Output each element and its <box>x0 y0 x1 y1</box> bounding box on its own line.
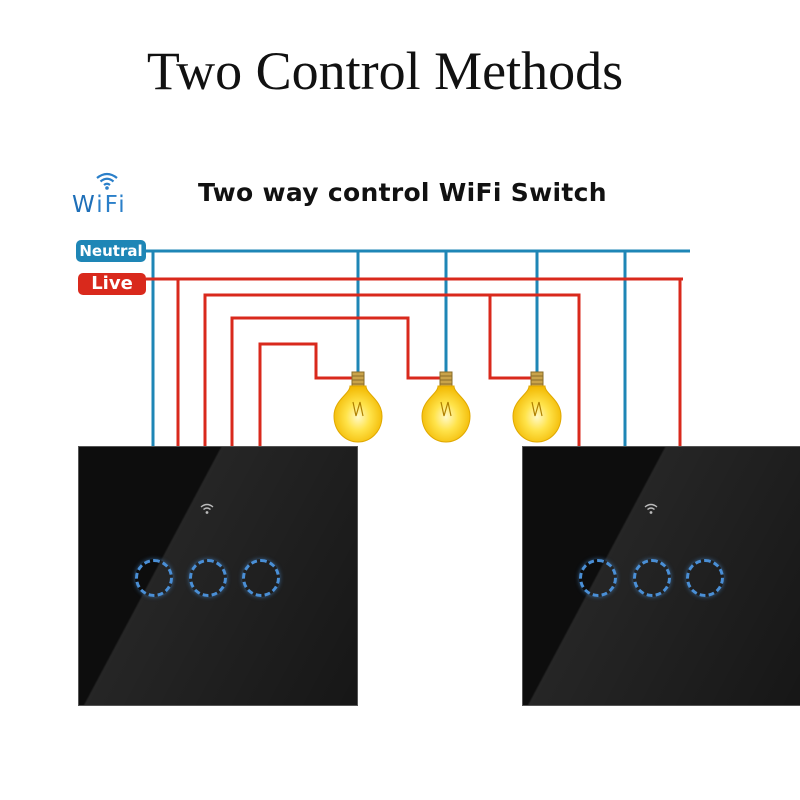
traveler-wire-1 <box>203 293 581 448</box>
touch-button-3[interactable] <box>686 559 724 597</box>
touch-button-3[interactable] <box>242 559 280 597</box>
live-tag: Live <box>78 273 146 295</box>
touch-button-1[interactable] <box>135 559 173 597</box>
wifi-logo-text: WiFi <box>72 192 152 218</box>
touch-button-2[interactable] <box>633 559 671 597</box>
wifi-logo: WiFi <box>72 170 152 222</box>
bulb-3-icon <box>512 371 562 443</box>
neutral-wires <box>146 249 690 448</box>
live-wires <box>146 277 683 448</box>
traveler-wire-3 <box>258 342 358 448</box>
left-switch-panel <box>78 446 358 706</box>
traveler-wire-4 <box>488 295 537 380</box>
wifi-logo-text-rest: iFi <box>96 192 127 218</box>
wifi-indicator-icon <box>644 503 658 514</box>
diagram-subtitle: Two way control WiFi Switch <box>198 178 607 207</box>
touch-button-1[interactable] <box>579 559 617 597</box>
wifi-icon <box>96 172 118 190</box>
wifi-logo-text-first: W <box>72 192 97 218</box>
neutral-tag: Neutral <box>76 240 146 262</box>
bulb-2-icon <box>421 371 471 443</box>
wifi-indicator-icon <box>200 503 214 514</box>
page-title: Two Control Methods <box>146 41 624 101</box>
traveler-wire-2 <box>230 316 446 448</box>
right-switch-panel <box>522 446 800 706</box>
touch-button-2[interactable] <box>189 559 227 597</box>
bulb-1-icon <box>333 371 383 443</box>
bulbs <box>333 371 562 443</box>
